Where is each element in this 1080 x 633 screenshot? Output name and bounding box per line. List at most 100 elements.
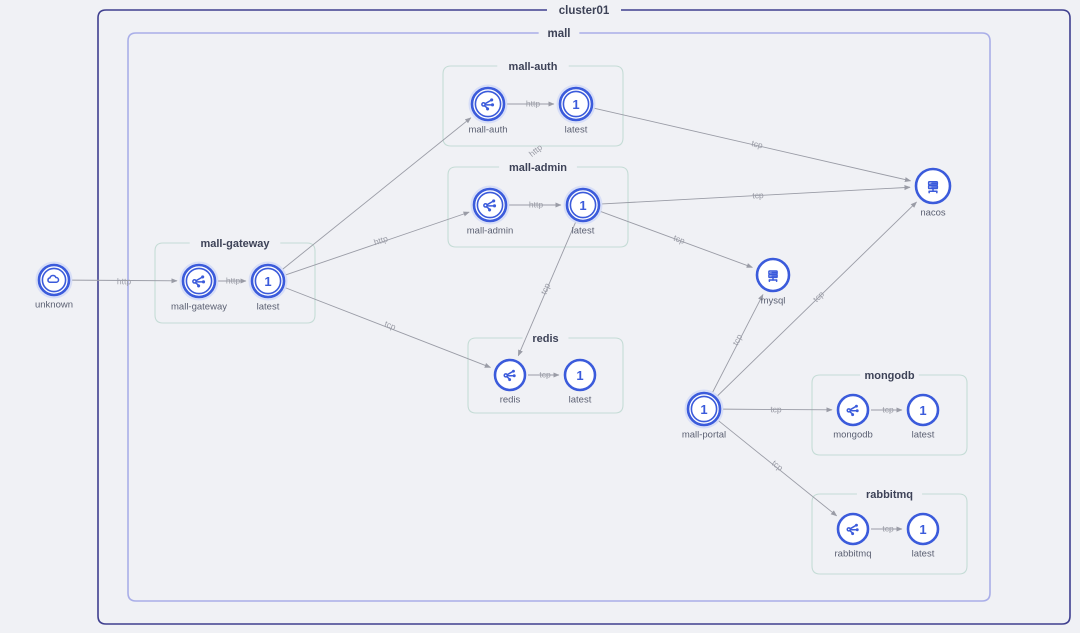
version-number: 1 [919,522,926,537]
service-group-redis-border [467,337,624,414]
nodes-layer[interactable]: unknown mall-gateway 1 latest mall-auth 1 late… [35,84,952,560]
service-group-mall-gateway-border [154,242,316,324]
node-ring-outer [565,187,601,223]
edge-mall-portal-ver-to-mongodb-svc: tcp [722,404,833,414]
node-ring-outer [563,358,597,392]
node-ring-outer [836,512,870,546]
cluster-boxes [97,9,1071,625]
service-icon [503,369,516,382]
edge-protocol-label: http [226,275,240,285]
edge-protocol-label: tcp [770,458,785,473]
service-group-rabbitmq-border [811,493,968,575]
service-group-redis-title: redis [532,333,558,345]
node-mall-admin-svc[interactable]: mall-admin [467,185,513,237]
version-number: 1 [576,368,583,383]
edge-mall-portal-ver-to-mysql: tcp [712,293,764,393]
service-group-mongodb-border [811,374,968,456]
version-number: 1 [572,97,579,112]
node-label: unknown [35,300,73,311]
edge-protocol-label: http [372,233,389,247]
version-1: 1 [576,368,583,383]
node-ring-outer [181,263,217,299]
node-mall-auth-ver[interactable]: 1 latest [556,84,596,136]
edge-protocol-label: http [527,142,545,159]
service-icon [483,199,497,212]
edge-mall-gateway-ver-to-redis-svc: tcp [285,287,492,368]
node-ring-inner [562,90,590,118]
service-group-mall-auth-title: mall-auth [509,61,558,73]
edge-mall-gateway-svc-to-mall-gateway-ver: http [218,275,247,285]
edge-protocol-label: tcp [538,281,552,296]
edge-mall-admin-ver-to-redis-svc: tcp [517,222,576,357]
node-ring-inner [569,191,597,219]
service-group-rabbitmq-title: rabbitmq [866,489,913,501]
node-label: mysql [761,296,786,307]
version-1: 1 [579,198,586,213]
edge-line [517,222,576,357]
edge-unknown-to-mall-gateway-svc: http [71,276,178,286]
node-label: rabbitmq [835,549,872,560]
version-1: 1 [700,402,707,417]
service-group-mall-admin-title: mall-admin [509,162,567,174]
node-mall-gateway-svc[interactable]: mall-gateway [171,261,227,313]
node-mall-gateway-ver[interactable]: 1 latest [248,261,288,313]
node-unknown[interactable]: unknown [35,261,73,311]
node-redis-svc[interactable]: redis [493,358,527,406]
node-label: latest [565,125,588,136]
node-label: latest [569,395,592,406]
node-mysql[interactable]: mysql [755,257,791,307]
edge-mall-auth-ver-to-nacos: tcp [594,107,912,183]
edge-mongodb-svc-to-mongodb-ver: tcp [871,404,903,414]
namespace-title: mall [547,28,570,40]
node-ring-inner [476,191,504,219]
edge-line [285,211,470,276]
edge-protocol-label: tcp [672,233,686,246]
node-ring-inner [254,267,282,295]
version-1: 1 [264,274,271,289]
edge-protocol-label: tcp [882,523,894,533]
node-mongodb-svc[interactable]: mongodb [833,393,873,441]
node-label: nacos [920,208,946,219]
node-mall-auth-svc[interactable]: mall-auth [468,84,508,136]
node-mall-portal-ver[interactable]: 1 mall-portal [682,389,726,441]
edge-mall-auth-svc-to-mall-auth-ver: http [507,98,555,108]
edge-protocol-label: tcp [770,404,782,414]
node-ring-inner [185,267,213,295]
edge-line [285,287,492,368]
edge-line [71,278,178,284]
version-number: 1 [700,402,707,417]
edge-protocol-label: tcp [730,332,744,347]
edge-line [722,407,833,413]
service-group-mongodb-title: mongodb [864,370,914,382]
group-boxes [154,65,968,575]
service-group-mall-auth-border [442,65,624,147]
service-group-mall-gateway-title: mall-gateway [200,238,270,250]
edge-mall-portal-ver-to-rabbitmq-svc: tcp [718,420,838,517]
edge-protocol-label: http [117,276,132,286]
titles-layer: cluster01mallmall-authmall-adminmall-gat… [200,5,914,501]
node-label: mall-gateway [171,302,227,313]
edge-mall-admin-ver-to-mysql: tcp [600,211,753,268]
service-icon [846,404,859,417]
edge-line [718,420,838,517]
edge-line [600,211,753,268]
node-ring-inner [474,90,502,118]
edge-mall-admin-ver-to-nacos: tcp [601,185,911,205]
edge-mall-portal-ver-to-nacos: tcp [717,201,917,397]
node-ring-outer [906,512,940,546]
edge-line [594,107,912,183]
version-1: 1 [919,403,926,418]
edge-line [282,117,472,270]
node-label: mall-portal [682,430,726,441]
node-label: latest [257,302,280,313]
node-rabbitmq-svc[interactable]: rabbitmq [835,512,872,560]
node-nacos[interactable]: nacos [914,167,952,219]
node-redis-ver[interactable]: 1 latest [563,358,597,406]
node-label: mall-admin [467,226,513,237]
node-ring-outer [836,393,870,427]
